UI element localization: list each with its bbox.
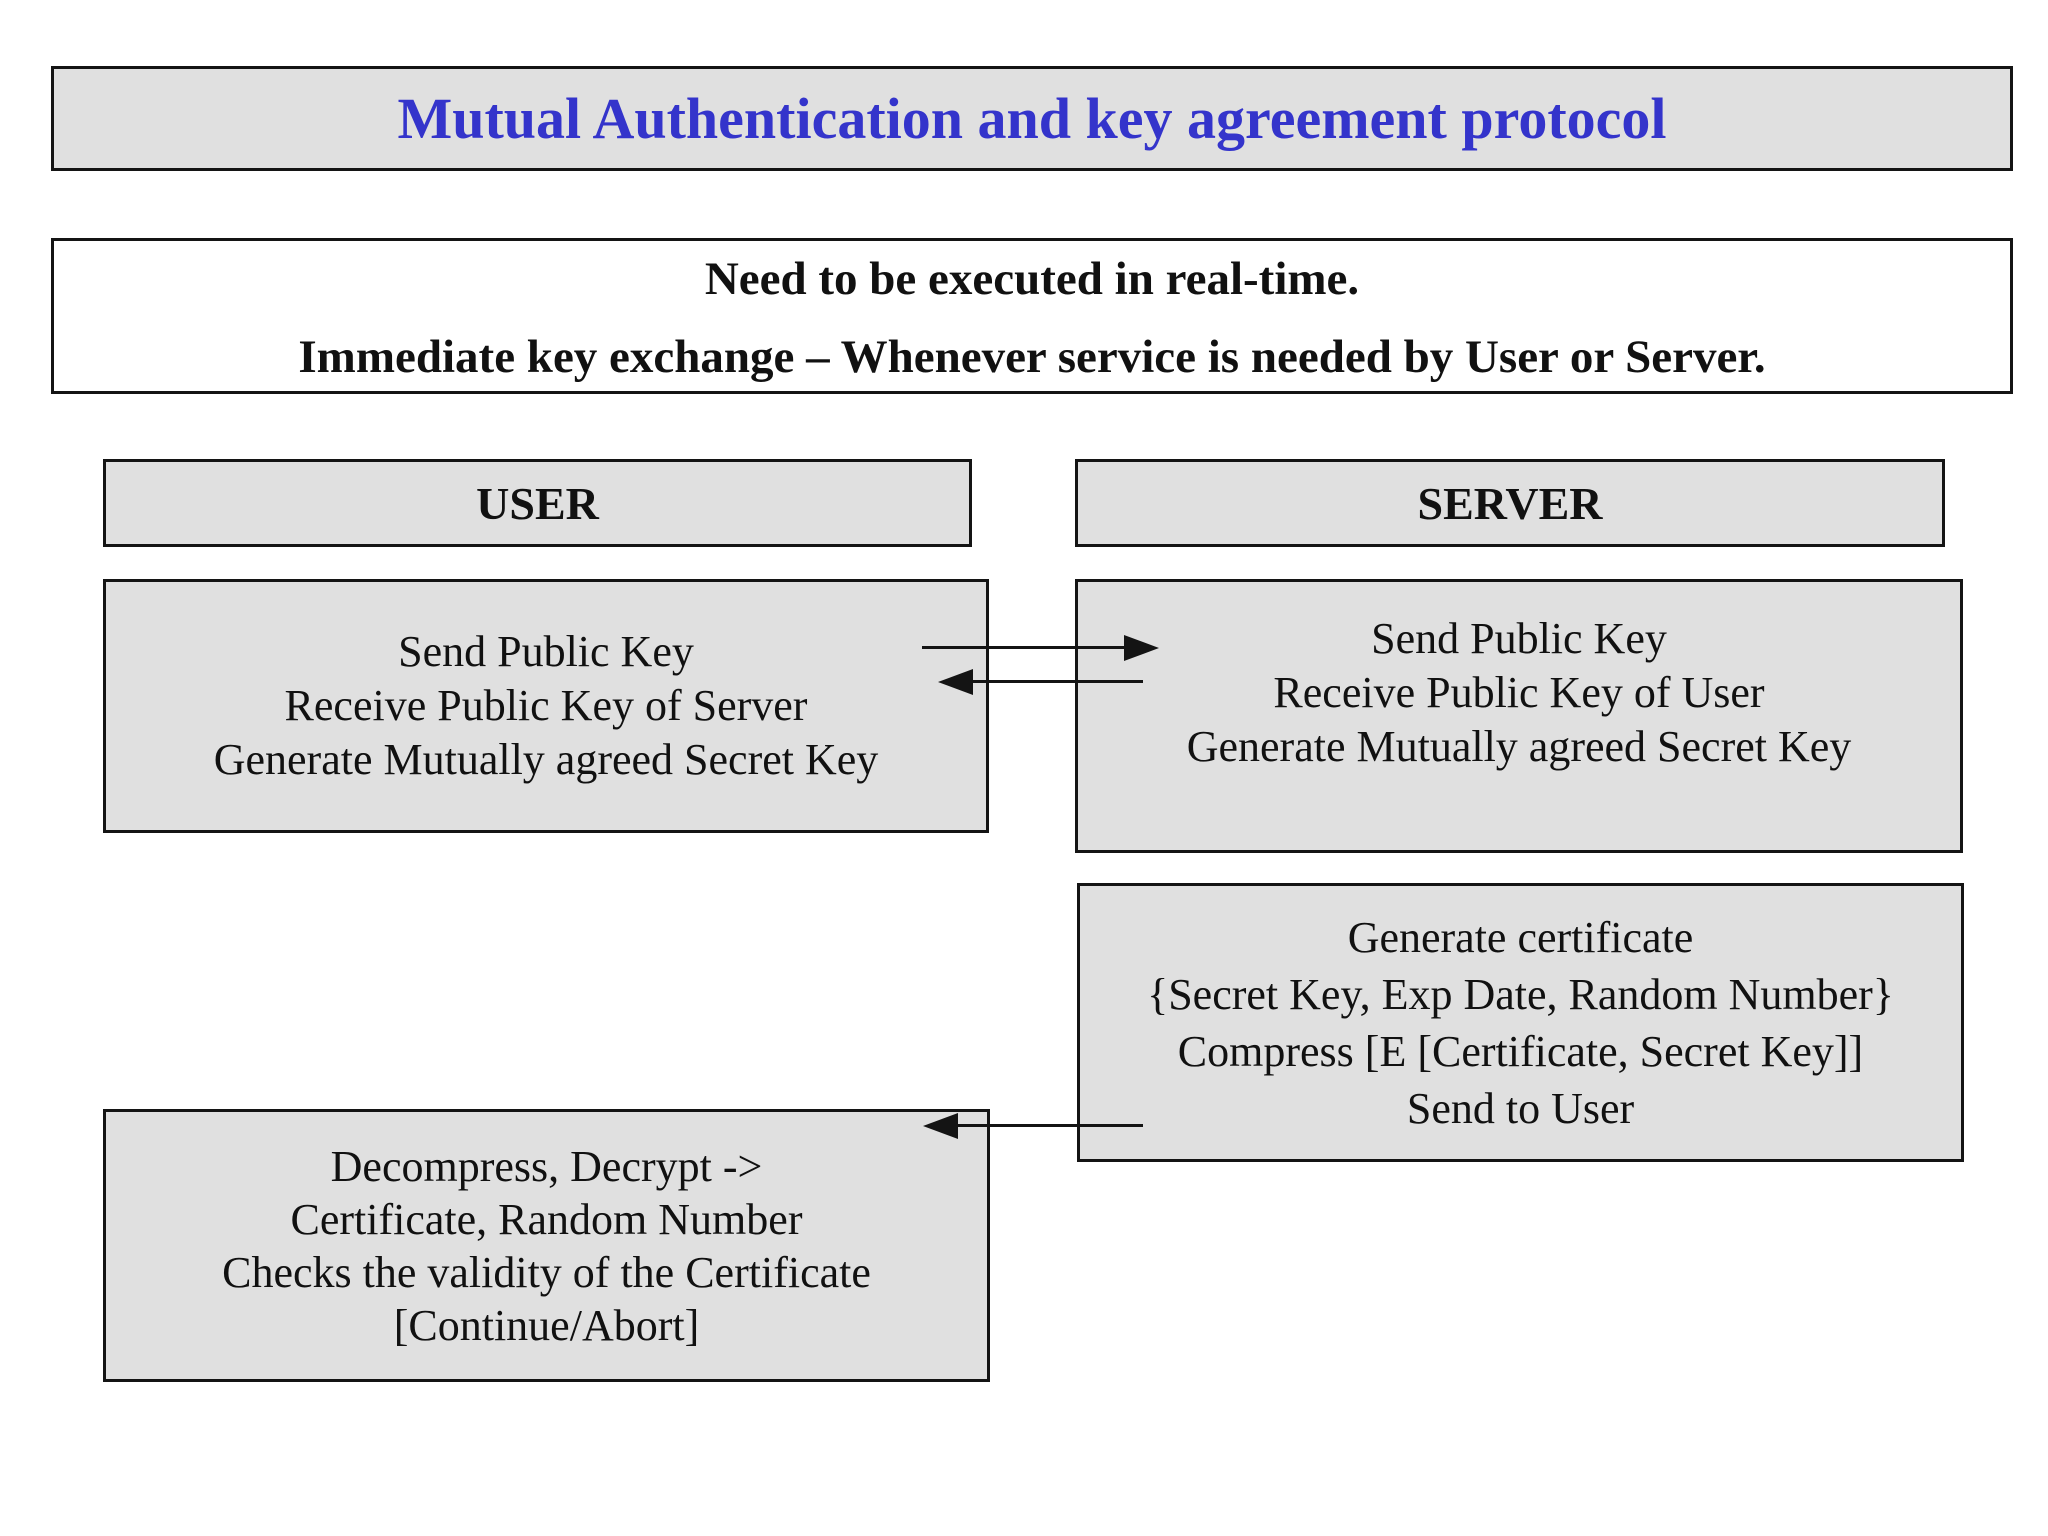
note-box: Need to be executed in real-time. Immedi… (51, 238, 2013, 394)
arrowhead-left-icon (938, 669, 973, 695)
note-line-2: Immediate key exchange – Whenever servic… (298, 331, 1766, 383)
box-line: Send to User (1406, 1083, 1635, 1133)
arrowhead-left-icon (923, 1113, 958, 1139)
note-line-1: Need to be executed in real-time. (704, 253, 1360, 305)
page-title: Mutual Authentication and key agreement … (397, 86, 1667, 151)
server-header-label: SERVER (1417, 477, 1603, 529)
box-line: Receive Public Key of User (1273, 668, 1765, 717)
user-verify-box: Decompress, Decrypt -> Certificate, Rand… (103, 1109, 990, 1382)
user-column-header: USER (103, 459, 972, 547)
box-line: Generate Mutually agreed Secret Key (213, 735, 879, 784)
server-to-user-arrow (971, 680, 1143, 683)
title-box: Mutual Authentication and key agreement … (51, 66, 2013, 171)
arrowhead-right-icon (1124, 635, 1159, 661)
server-column-header: SERVER (1075, 459, 1945, 547)
certificate-to-user-arrow (956, 1124, 1143, 1127)
box-line: {Secret Key, Exp Date, Random Number} (1147, 969, 1894, 1019)
server-key-exchange-box: Send Public Key Receive Public Key of Us… (1075, 579, 1963, 853)
box-line: Generate certificate (1347, 912, 1694, 962)
box-line: Send Public Key (1371, 614, 1667, 663)
user-key-exchange-box: Send Public Key Receive Public Key of Se… (103, 579, 989, 833)
box-line: Checks the validity of the Certificate (222, 1247, 871, 1297)
box-line: [Continue/Abort] (393, 1300, 700, 1350)
box-line: Compress [E [Certificate, Secret Key]] (1177, 1026, 1864, 1076)
server-certificate-box: Generate certificate {Secret Key, Exp Da… (1077, 883, 1964, 1162)
box-line: Generate Mutually agreed Secret Key (1186, 722, 1852, 771)
user-to-server-arrow (922, 646, 1125, 649)
box-line: Decompress, Decrypt -> (330, 1141, 763, 1191)
box-line: Certificate, Random Number (290, 1194, 803, 1244)
user-header-label: USER (476, 477, 599, 529)
box-line: Send Public Key (398, 627, 694, 676)
box-line: Receive Public Key of Server (284, 681, 808, 730)
